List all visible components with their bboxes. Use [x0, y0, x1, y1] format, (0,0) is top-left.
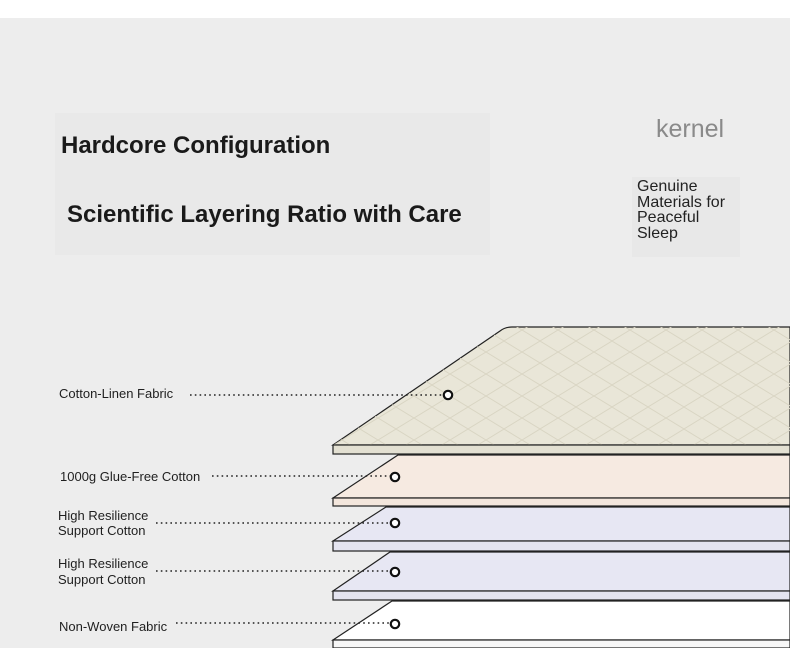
leader-glue-free-cotton — [212, 471, 401, 483]
layer-glue-free-cotton — [331, 454, 790, 507]
leader-support-cotton-2 — [156, 566, 401, 578]
label-non-woven: Non-Woven Fabric — [59, 619, 168, 634]
label-support-cotton-2-line2: Support Cotton — [58, 572, 146, 587]
leader-non-woven — [176, 618, 401, 630]
label-glue-free-cotton: 1000g Glue-Free Cotton — [60, 469, 201, 484]
label-support-cotton-1-line1: High Resilience — [58, 508, 149, 523]
leader-support-cotton-1 — [156, 517, 401, 529]
title-block — [55, 113, 490, 255]
layer-support-cotton-2 — [331, 551, 790, 601]
brand-tagline: Genuine Materials for Peaceful Sleep — [637, 178, 726, 242]
layer-cotton-linen — [331, 326, 790, 455]
layer-non-woven — [331, 600, 790, 648]
brand-logo: kernel — [656, 115, 725, 143]
label-support-cotton-1-line2: Support Cotton — [58, 523, 146, 538]
tagline-box — [632, 177, 740, 257]
page-title: Hardcore Configuration — [61, 132, 331, 159]
layer-support-cotton-1 — [330, 506, 790, 552]
label-cotton-linen: Cotton-Linen Fabric — [59, 386, 174, 401]
page-subtitle: Scientific Layering Ratio with Care — [67, 201, 462, 228]
label-support-cotton-2-line1: High Resilience — [58, 556, 149, 571]
leader-cotton-linen — [190, 389, 454, 401]
